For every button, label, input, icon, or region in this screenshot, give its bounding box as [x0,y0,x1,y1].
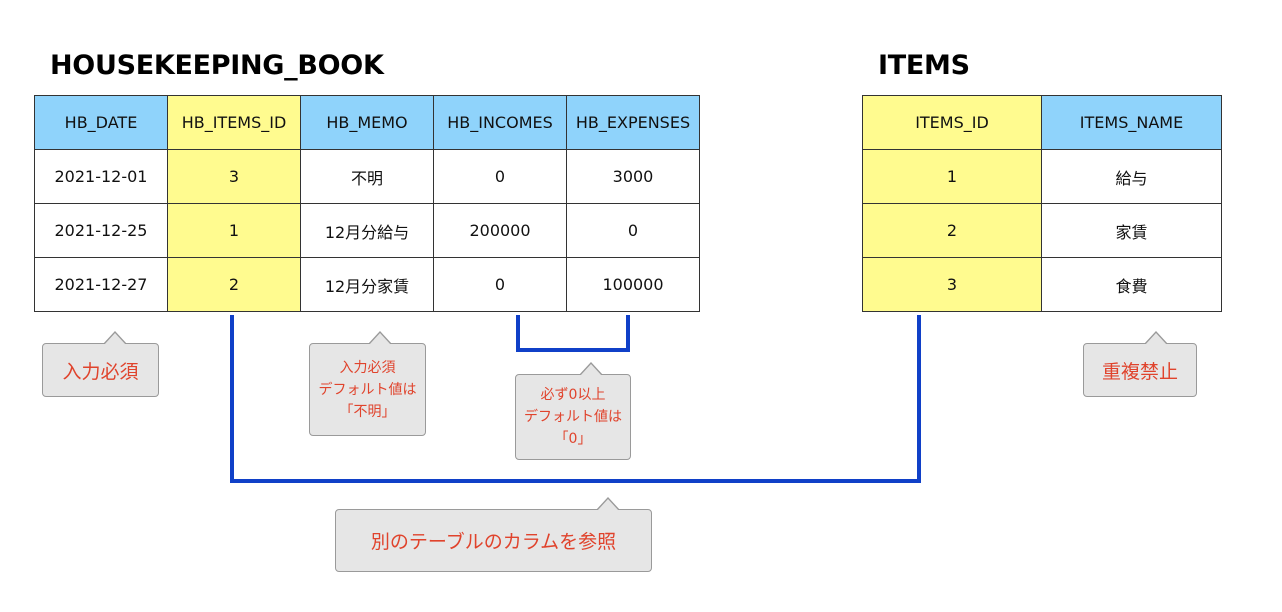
no-duplicates-note: 重複禁止 [1083,331,1197,397]
amount-rule-note: 必ず0以上 デフォルト値は 「0」 [515,362,631,460]
table-cell: 3000 [566,149,700,204]
hb-table-title: HOUSEKEEPING_BOOK [50,50,384,81]
table-cell: 2 [862,203,1042,258]
note-text: 重複禁止 [1101,360,1178,383]
table-row: 1 給与 [862,149,1222,204]
table-cell: 200000 [433,203,567,258]
date-required-note: 入力必須 [42,331,159,397]
foreign-key-note: 別のテーブルのカラムを参照 [335,497,652,572]
table-cell: 給与 [1041,149,1222,204]
note-text: 別のテーブルのカラムを参照 [370,531,617,553]
housekeeping-book-table: HB_DATE HB_ITEMS_ID HB_MEMO HB_INCOMES H… [34,95,700,312]
table-cell: 1 [167,203,301,258]
note-text: 入力必須 [62,360,139,383]
table-cell: 食費 [1041,257,1222,312]
table-row: 2021-12-27 2 12月分家賃 0 100000 [34,257,700,312]
table-cell: 0 [566,203,700,258]
column-header-hb-memo: HB_MEMO [300,95,434,150]
foreign-key-connector [230,315,921,483]
items-table: ITEMS_ID ITEMS_NAME 1 給与 2 家賃 3 食費 [862,95,1222,312]
amount-bracket-connector [516,315,630,352]
column-header-hb-items-id: HB_ITEMS_ID [167,95,301,150]
note-text: 入力必須 デフォルト値は 「不明」 [318,359,417,420]
column-header-hb-incomes: HB_INCOMES [433,95,567,150]
column-header-hb-date: HB_DATE [34,95,168,150]
memo-required-note: 入力必須 デフォルト値は 「不明」 [309,331,426,436]
table-cell: 2 [167,257,301,312]
table-cell: 家賃 [1041,203,1222,258]
table-row: 2021-12-25 1 12月分給与 200000 0 [34,203,700,258]
table-cell: 12月分家賃 [300,257,434,312]
table-row: 3 食費 [862,257,1222,312]
table-cell: 1 [862,149,1042,204]
column-header-items-name: ITEMS_NAME [1041,95,1222,150]
table-cell: 不明 [300,149,434,204]
table-cell: 3 [862,257,1042,312]
table-cell: 0 [433,149,567,204]
table-header-row: HB_DATE HB_ITEMS_ID HB_MEMO HB_INCOMES H… [34,95,700,150]
table-cell: 3 [167,149,301,204]
table-row: 2021-12-01 3 不明 0 3000 [34,149,700,204]
table-cell: 2021-12-27 [34,257,168,312]
table-header-row: ITEMS_ID ITEMS_NAME [862,95,1222,150]
note-text: 必ず0以上 デフォルト値は 「0」 [524,387,622,447]
items-table-title: ITEMS [878,50,970,81]
table-cell: 100000 [566,257,700,312]
table-row: 2 家賃 [862,203,1222,258]
table-cell: 2021-12-01 [34,149,168,204]
column-header-hb-expenses: HB_EXPENSES [566,95,700,150]
column-header-items-id: ITEMS_ID [862,95,1042,150]
table-cell: 0 [433,257,567,312]
table-cell: 12月分給与 [300,203,434,258]
table-cell: 2021-12-25 [34,203,168,258]
